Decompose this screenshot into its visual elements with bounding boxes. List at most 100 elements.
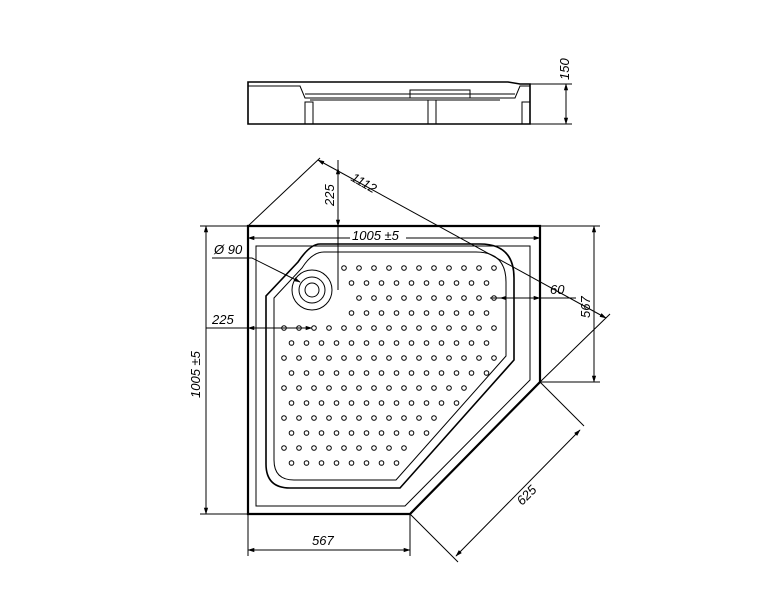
anti-slip-dot — [341, 385, 347, 391]
anti-slip-dot — [363, 280, 370, 286]
anti-slip-dot — [446, 355, 452, 361]
anti-slip-dot — [386, 265, 392, 271]
anti-slip-dot — [311, 445, 317, 451]
anti-slip-dot — [438, 340, 445, 346]
anti-slip-dot — [371, 385, 377, 391]
anti-slip-dot — [348, 460, 355, 466]
anti-slip-dot — [348, 370, 355, 376]
anti-slip-dot — [483, 340, 490, 346]
bottom-length-label: 567 — [312, 533, 334, 548]
height-dimension-label: 150 — [557, 58, 572, 80]
anti-slip-dot — [401, 445, 407, 451]
anti-slip-dot — [461, 265, 467, 271]
anti-slip-dot — [453, 280, 460, 286]
anti-slip-dot — [431, 355, 437, 361]
anti-slip-dot — [341, 355, 347, 361]
anti-slip-dot — [468, 370, 475, 376]
anti-slip-dot — [386, 295, 392, 301]
anti-slip-dot — [468, 340, 475, 346]
anti-slip-dot — [303, 460, 310, 466]
anti-slip-dot — [408, 340, 415, 346]
anti-slip-dot — [296, 415, 302, 421]
anti-slip-dot — [476, 325, 482, 331]
anti-slip-dot — [363, 340, 370, 346]
anti-slip-dot — [476, 295, 482, 301]
anti-slip-dot — [341, 325, 347, 331]
anti-slip-dot — [416, 325, 422, 331]
anti-slip-dot — [416, 355, 422, 361]
anti-slip-dot — [483, 310, 490, 316]
anti-slip-dot — [453, 400, 460, 406]
anti-slip-dot — [371, 325, 377, 331]
anti-slip-dot — [431, 295, 437, 301]
anti-slip-dot — [453, 340, 460, 346]
anti-slip-dot — [311, 325, 317, 331]
anti-slip-dot — [438, 370, 445, 376]
anti-slip-dot — [303, 340, 310, 346]
anti-slip-dot — [416, 265, 422, 271]
anti-slip-dot — [386, 325, 392, 331]
anti-slip-dot — [363, 310, 370, 316]
anti-slip-dot — [371, 415, 377, 421]
anti-slip-dot — [378, 370, 385, 376]
anti-slip-dot — [446, 265, 452, 271]
anti-slip-dot — [386, 415, 392, 421]
inner-width-label: 1005 ±5 — [352, 228, 400, 243]
anti-slip-dot — [446, 325, 452, 331]
anti-slip-dot — [311, 385, 317, 391]
anti-slip-dot — [468, 280, 475, 286]
anti-slip-dot — [311, 355, 317, 361]
anti-slip-dot — [311, 415, 317, 421]
anti-slip-dot — [371, 295, 377, 301]
anti-slip-dot — [491, 325, 497, 331]
anti-slip-dot — [296, 385, 302, 391]
anti-slip-dot — [378, 430, 385, 436]
anti-slip-dot — [348, 310, 355, 316]
anti-slip-dot — [303, 370, 310, 376]
anti-slip-dot — [416, 385, 422, 391]
top-view: 1112 225 1005 ±5 Ø 90 60 567 225 1005 ±5 — [188, 157, 611, 563]
anti-slip-dot — [423, 400, 430, 406]
anti-slip-dot — [356, 445, 362, 451]
anti-slip-dot — [326, 445, 332, 451]
anti-slip-dot — [438, 310, 445, 316]
anti-slip-dot — [356, 415, 362, 421]
anti-slip-dot — [393, 370, 400, 376]
anti-slip-dot — [401, 385, 407, 391]
anti-slip-dot — [363, 370, 370, 376]
anti-slip-dot — [296, 355, 302, 361]
anti-slip-dot — [371, 355, 377, 361]
anti-slip-dot — [408, 280, 415, 286]
drain-offset-label: 225 — [211, 312, 234, 327]
anti-slip-dot — [333, 460, 340, 466]
anti-slip-dot — [408, 310, 415, 316]
anti-slip-dot — [341, 265, 347, 271]
anti-slip-dot — [303, 430, 310, 436]
anti-slip-dot — [288, 400, 295, 406]
anti-slip-dot — [288, 340, 295, 346]
anti-slip-dot — [416, 415, 422, 421]
anti-slip-dot — [393, 280, 400, 286]
anti-slip-dot — [341, 445, 347, 451]
anti-slip-dot — [393, 340, 400, 346]
anti-slip-dot — [483, 280, 490, 286]
anti-slip-dot — [326, 325, 332, 331]
anti-slip-dot — [491, 355, 497, 361]
anti-slip-dot — [281, 355, 287, 361]
anti-slip-dot — [401, 295, 407, 301]
anti-slip-dot — [296, 445, 302, 451]
anti-slip-dot — [333, 400, 340, 406]
anti-slip-dot — [438, 280, 445, 286]
anti-slip-dot — [288, 430, 295, 436]
diagonal-dimension-label: 1112 — [349, 170, 381, 197]
anti-slip-dot — [356, 355, 362, 361]
anti-slip-dot — [423, 280, 430, 286]
anti-slip-dot — [386, 355, 392, 361]
anti-slip-dot — [423, 430, 430, 436]
anti-slip-dot — [438, 400, 445, 406]
anti-slip-dot — [281, 385, 287, 391]
anti-slip-dot — [356, 325, 362, 331]
anti-slip-dot — [393, 310, 400, 316]
anti-slip-dot — [378, 310, 385, 316]
anti-slip-dot — [318, 340, 325, 346]
